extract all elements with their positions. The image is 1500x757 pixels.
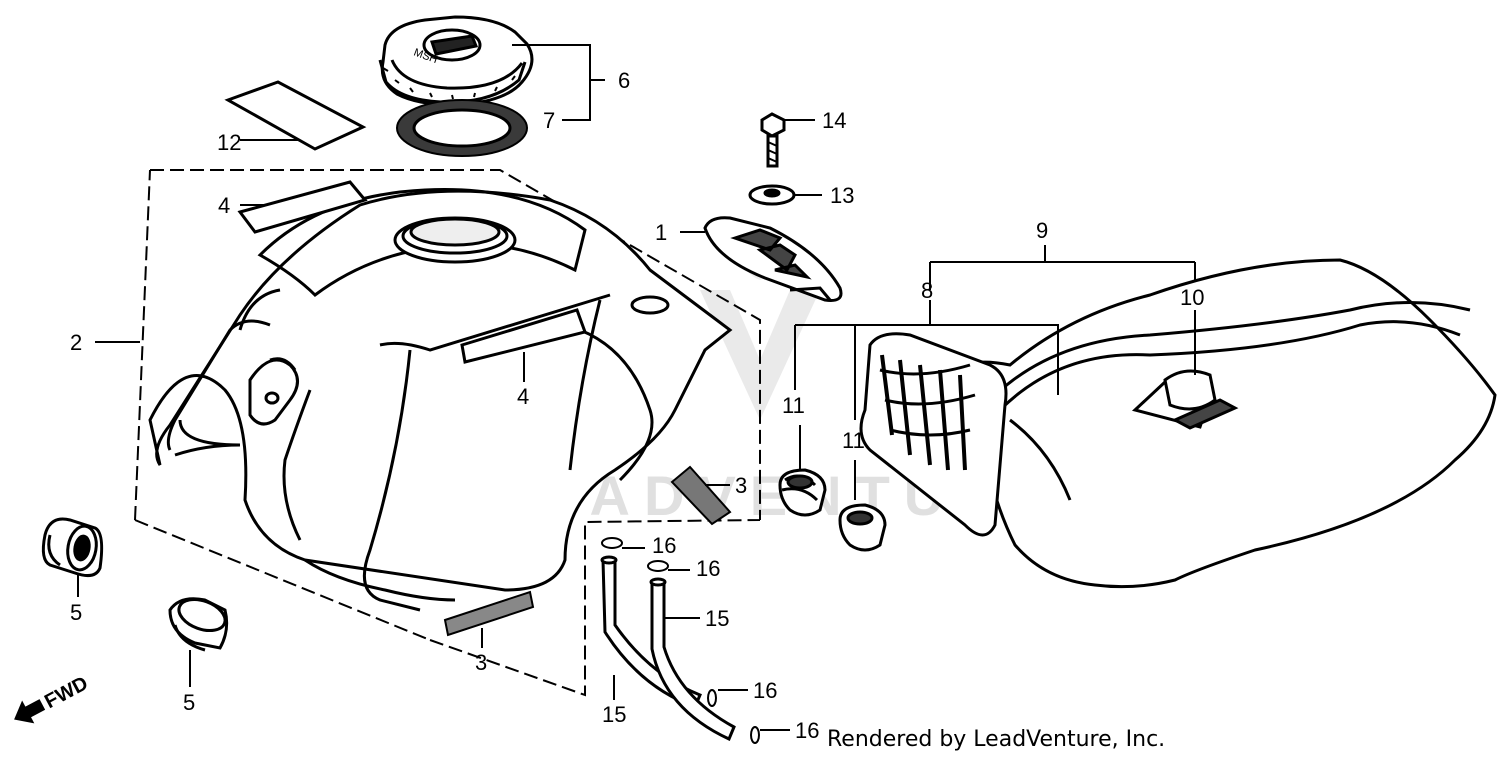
callout-16-b: 16 [696, 556, 720, 581]
callout-14: 14 [822, 108, 846, 133]
leader-lines [77, 44, 1196, 731]
callout-8: 8 [921, 278, 933, 303]
grommet-5-lower [168, 597, 229, 652]
clips-16 [601, 537, 760, 744]
sticker-4-top [237, 180, 368, 234]
washer-13 [748, 184, 796, 206]
fwd-arrow: FWD [14, 672, 92, 724]
seat-bracket [703, 216, 843, 302]
callout-4-side: 4 [517, 384, 529, 409]
sticker-4-side [460, 308, 587, 364]
callout-10: 10 [1180, 285, 1204, 310]
callout-16-d: 16 [795, 718, 819, 743]
sticker-12 [224, 80, 367, 151]
callout-7: 7 [543, 108, 555, 133]
callout-1: 1 [655, 220, 667, 245]
sticker-3-right [670, 465, 732, 526]
cushion-11-right [838, 503, 887, 552]
callout-9: 9 [1036, 218, 1048, 243]
grommet-5-upper [41, 517, 104, 578]
callout-15-left: 15 [602, 702, 626, 727]
callout-13: 13 [830, 183, 854, 208]
breather-tubes [600, 555, 736, 742]
callout-4-top: 4 [218, 193, 230, 218]
fuel-cap-gasket [396, 99, 528, 157]
bolt-14 [760, 112, 786, 168]
callout-11-right: 11 [842, 428, 865, 453]
callout-15-right: 15 [705, 606, 729, 631]
callout-11-left: 11 [782, 393, 805, 418]
callout-3-right: 3 [735, 473, 747, 498]
callout-12: 12 [217, 130, 241, 155]
render-credit: Rendered by LeadVenture, Inc. [827, 727, 1166, 752]
cushion-11-left [778, 468, 827, 517]
callout-6: 6 [618, 68, 630, 93]
fwd-label: FWD [41, 672, 92, 713]
callout-numbers: 1 2 3 3 4 4 5 5 6 7 8 9 10 11 11 12 13 1… [70, 68, 1204, 743]
fuel-tank [134, 169, 761, 697]
callout-2: 2 [70, 330, 82, 355]
callout-16-a: 16 [652, 533, 676, 558]
seat [859, 258, 1497, 589]
sticker-3-bottom [443, 590, 535, 637]
fuel-cap: MSH [378, 15, 534, 107]
callout-16-c: 16 [753, 678, 777, 703]
fwd-arrow-icon [14, 699, 46, 724]
callout-3-bottom: 3 [475, 650, 487, 675]
callout-5-lower: 5 [183, 690, 195, 715]
callout-5-upper: 5 [70, 600, 82, 625]
